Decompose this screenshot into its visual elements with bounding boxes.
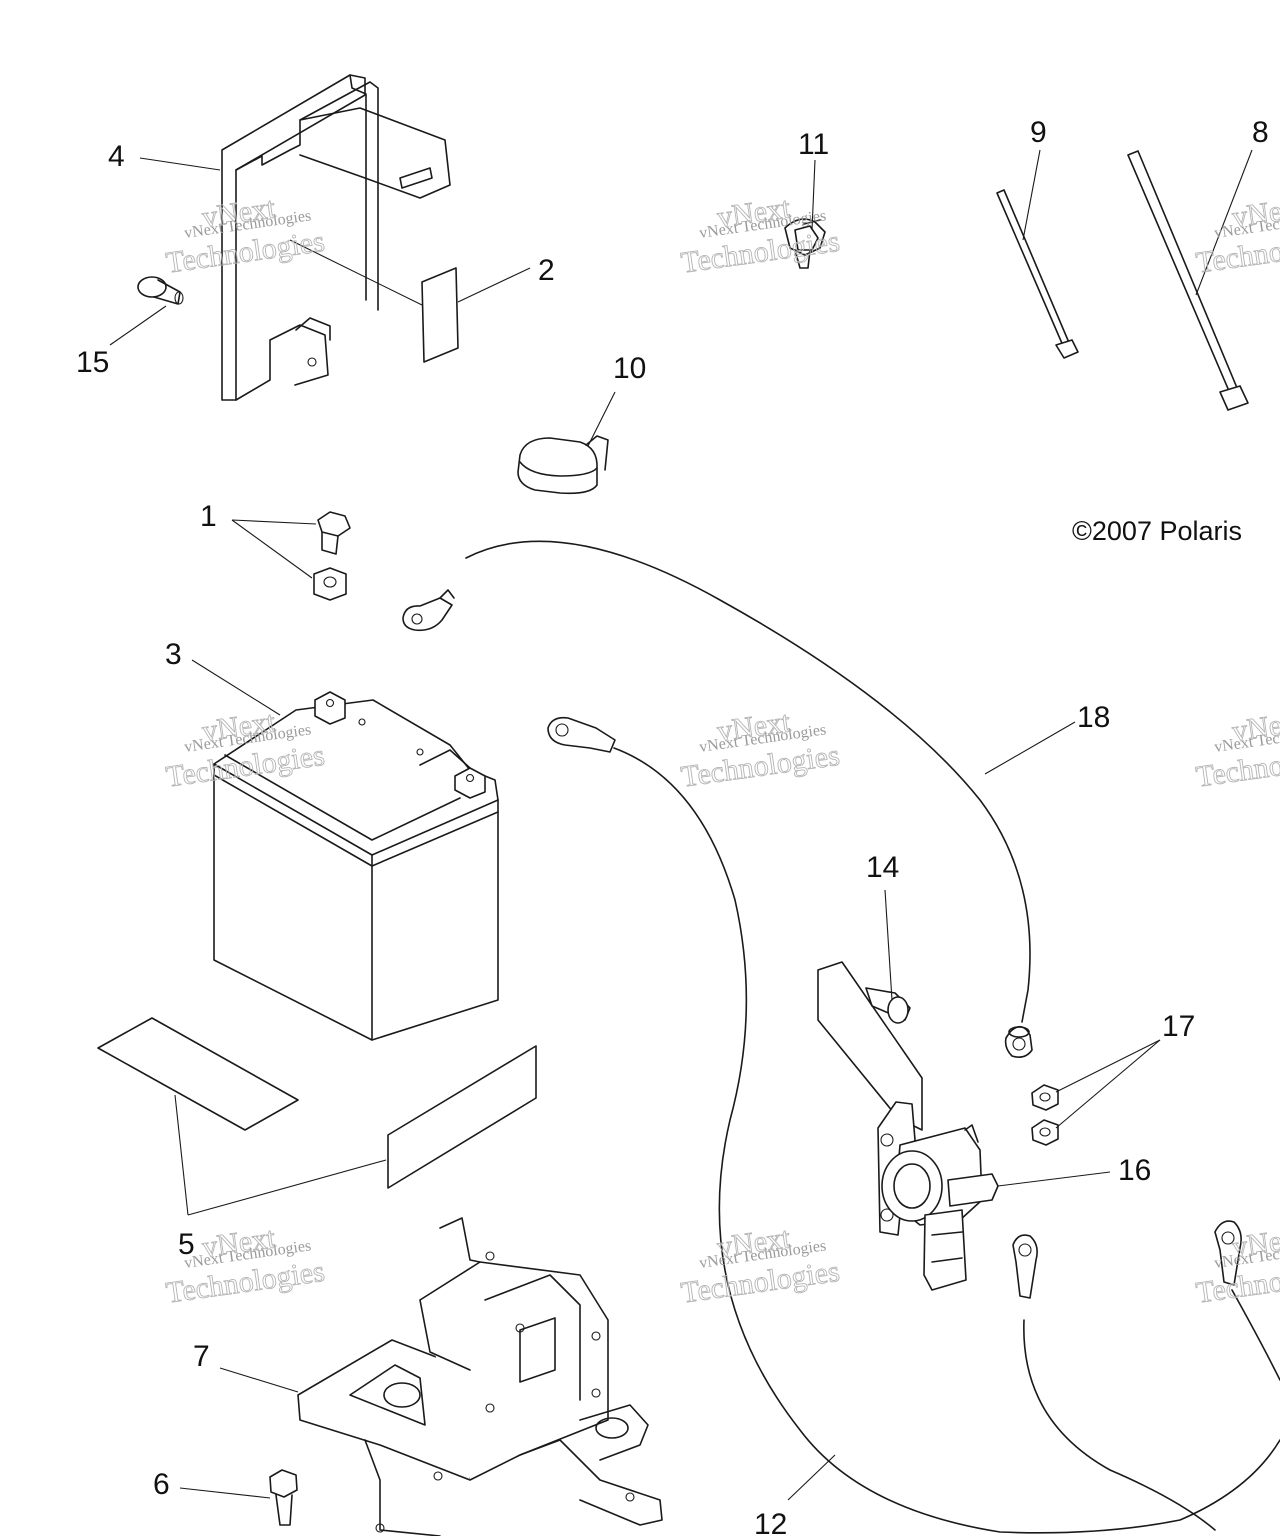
callout-10: 10 <box>613 352 646 385</box>
callout-16: 16 <box>1118 1154 1151 1187</box>
cables <box>465 540 1280 1534</box>
callout-3: 4 <box>108 140 125 173</box>
part-15-bolt <box>137 276 184 305</box>
callout-5: 5 <box>178 1228 195 1261</box>
cable-12 <box>613 747 1280 1534</box>
callout-11: 11 <box>798 128 829 161</box>
ring-terminal-lower-1 <box>1012 1234 1038 1299</box>
part-14-label <box>817 961 923 1131</box>
part-9-tie <box>996 189 1079 359</box>
callout-12: 12 <box>754 1508 787 1536</box>
part-1-bolt-nut <box>313 511 351 601</box>
callout-14: 14 <box>866 851 899 884</box>
callout-9: 9 <box>1030 116 1047 149</box>
watermark-text: vNext <box>1230 705 1280 748</box>
callout-4: 3 <box>165 638 182 671</box>
part-7-battery-box <box>297 1217 663 1536</box>
part-4-battery <box>213 691 499 1041</box>
cable-lower <box>1023 1319 1216 1531</box>
callout-2: 2 <box>538 254 555 287</box>
callout-6: 6 <box>153 1468 170 1501</box>
part-6-bolt <box>269 1469 298 1526</box>
ring-terminal-12 <box>547 716 616 753</box>
ring-terminal-top <box>402 589 455 632</box>
part-8-tie <box>1127 150 1249 411</box>
watermark-text: vNext <box>1230 191 1280 234</box>
part-3-bracket <box>221 74 451 401</box>
part-10-cap <box>517 435 609 495</box>
callout-1: 1 <box>200 500 217 533</box>
callout-15: 15 <box>76 346 109 379</box>
part-17-nuts <box>1031 1084 1059 1146</box>
callout-8: 8 <box>1252 116 1269 149</box>
cable-18 <box>465 540 1031 1023</box>
callout-18: 18 <box>1077 701 1110 734</box>
cable-right <box>1231 1289 1280 1381</box>
copyright-text: ©2007 Polaris <box>1072 516 1242 546</box>
part-16-solenoid <box>877 1101 999 1291</box>
ring-terminal-18 <box>1004 1025 1033 1058</box>
ring-terminal-lower-2 <box>1214 1220 1242 1286</box>
callout-labels: 4 2 15 11 9 8 10 1 3 18 14 17 16 5 7 6 1… <box>76 116 1269 1536</box>
leader-lines <box>109 149 1253 1501</box>
callout-17: 17 <box>1162 1010 1195 1043</box>
callout-7: 7 <box>193 1340 210 1373</box>
part-2-label <box>421 267 459 363</box>
part-5-labels <box>97 1017 537 1189</box>
